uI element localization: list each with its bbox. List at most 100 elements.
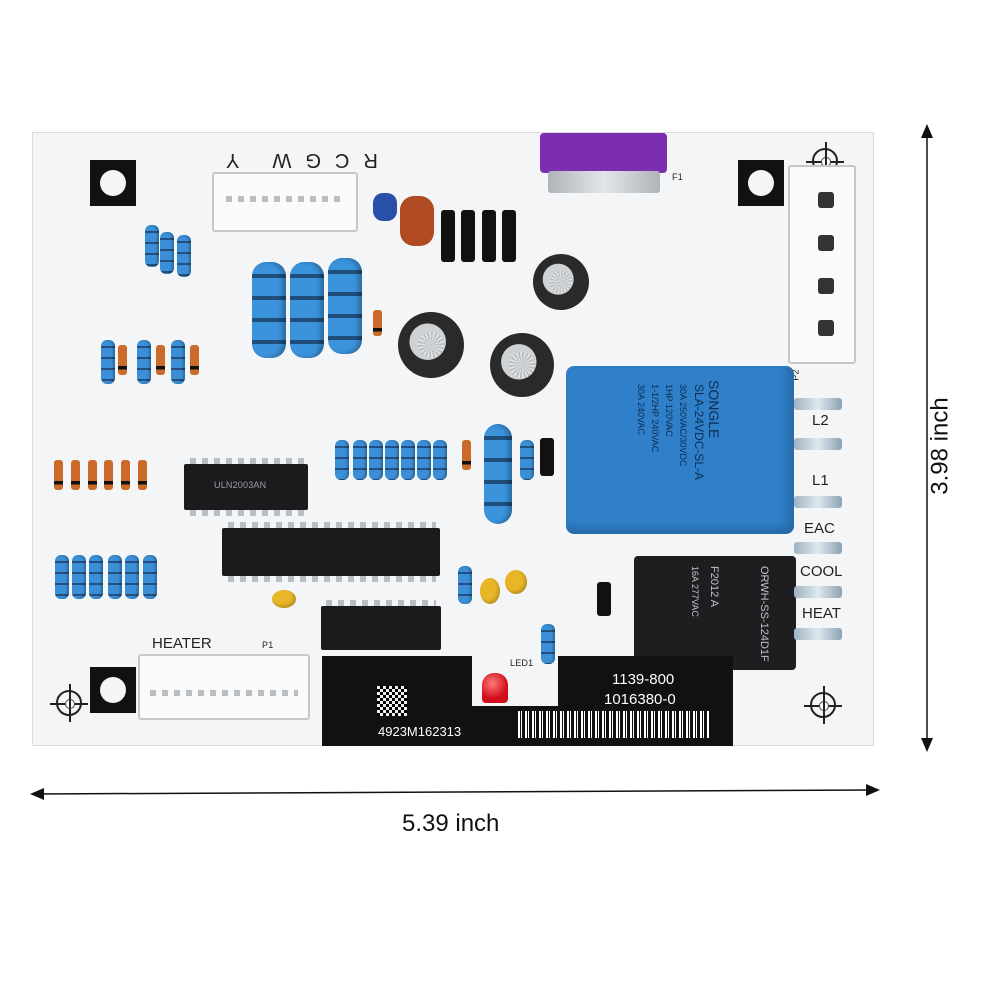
electrolytic-capacitor-c6 [490,333,554,397]
spade-terminal [794,628,842,640]
zener-diode [71,460,80,490]
relay-k1 [566,366,794,534]
ic-pins [228,522,436,528]
resistor [108,555,122,599]
resistor [401,440,415,480]
capacitor-c4 [272,590,296,608]
resistor [353,440,367,480]
part-number-1: 1139-800 [612,671,675,688]
power-resistor-r1 [484,424,512,524]
diode [441,210,455,262]
barcode [518,711,710,738]
fuse-holder [548,171,660,193]
ic-pins [326,600,436,606]
resistor [433,440,447,480]
zener-diode [138,460,147,490]
ic-pins [228,576,436,582]
resistor [335,440,349,480]
led-red [482,673,508,703]
zener-diode [462,440,471,470]
crosshair-bottom-right [804,686,842,724]
p2-pin [818,192,834,208]
resistor [125,555,139,599]
mov-varistor [400,196,434,246]
crosshair-bottom-left [50,684,88,722]
zener-diode [156,345,165,375]
thermostat-connector [212,172,358,232]
ic-u3 [321,606,441,650]
resistor [137,340,151,384]
resistor [145,225,159,267]
spade-terminal [794,398,842,410]
heater-label: HEATER [152,635,212,652]
zener-diode [118,345,127,375]
power-resistor [328,258,362,354]
resistor [160,232,174,274]
diode [461,210,475,262]
capacitor-c8 [480,578,500,604]
ic-microcontroller [222,528,440,576]
spade-terminal [794,496,842,508]
spade-terminal [794,438,842,450]
zener-diode [88,460,97,490]
relay-k2 [634,556,796,670]
p2-pin [818,235,834,251]
diode [482,210,496,262]
p1-label: P1 [262,640,274,650]
electrolytic-capacitor-c3 [533,254,589,310]
diode [502,210,516,262]
resistor [177,235,191,277]
resistor-r19 [541,624,555,664]
resistor [101,340,115,384]
ic-pins [190,510,304,516]
ic-u2-marking: ULN2003AN [214,480,267,490]
spade-terminal [794,586,842,598]
electrolytic-capacitor [398,312,464,378]
resistor [89,555,103,599]
resistor [520,440,534,480]
qr-code [377,686,407,716]
zener-diode [190,345,199,375]
resistor-r42 [458,566,472,604]
zener-diode [54,460,63,490]
p2-pin [818,278,834,294]
terminal-label-heat: HEAT [802,605,841,622]
ic-u2 [184,464,308,510]
resistor [55,555,69,599]
diode-d7 [597,582,611,616]
mounting-hole-top-right [738,160,784,206]
height-dimension-label: 3.98 inch [926,397,954,495]
resistor [385,440,399,480]
zener-diode [373,310,382,336]
capacitor-c9 [505,570,527,594]
power-resistor [290,262,324,358]
serial-number: 4923M162313 [378,724,462,739]
ic-pins [190,458,304,464]
resistor [143,555,157,599]
zener-diode [104,460,113,490]
fuse-label: F1 [672,172,683,182]
resistor [417,440,431,480]
diode-d6 [540,438,554,476]
zener-diode [121,460,130,490]
connector-pins [150,690,298,696]
mounting-hole-bottom-left [90,667,136,713]
terminal-label-l2: L2 [812,412,829,429]
terminal-label-cool: COOL [800,563,843,580]
resistor [72,555,86,599]
spade-terminal [794,542,842,554]
terminal-label-l1: L1 [812,472,829,489]
capacitor-c2 [373,193,397,221]
width-dimension-label: 5.39 inch [402,810,500,837]
led-label: LED1 [510,658,534,668]
terminal-label-eac: EAC [804,520,835,537]
resistor [171,340,185,384]
power-resistor [252,262,286,358]
connector-pins [226,196,346,202]
part-number-2: 1016380-0 [604,691,676,708]
mounting-hole-top-left [90,160,136,206]
fuse [540,133,667,173]
heater-connector-p1 [138,654,310,720]
resistor [369,440,383,480]
